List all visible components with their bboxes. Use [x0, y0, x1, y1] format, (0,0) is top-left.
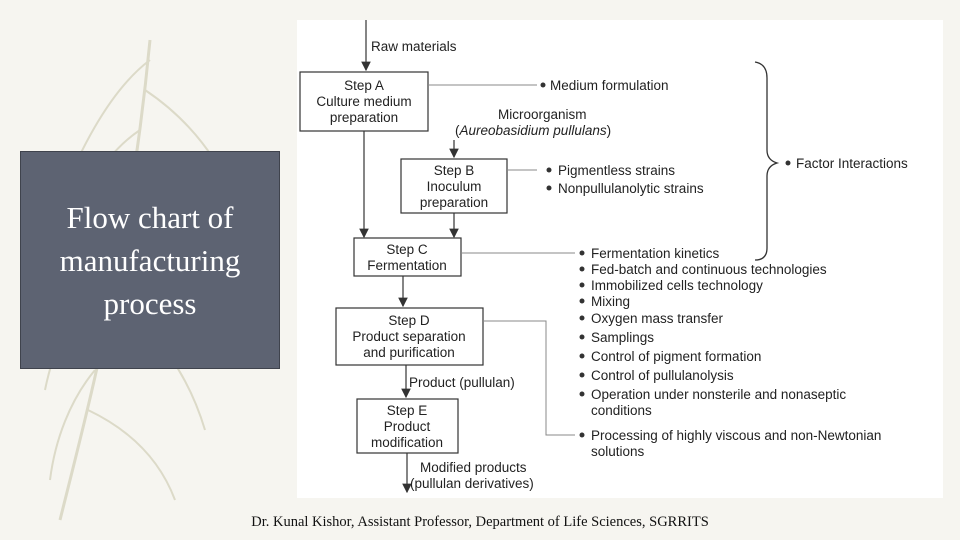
fermentation-factor: Samplings [591, 330, 654, 345]
step-c-title: Step C [386, 242, 428, 257]
inoculum-factor: Nonpullulanolytic strains [558, 181, 704, 196]
step-b-box [400, 158, 508, 214]
step-a-line3: preparation [330, 110, 398, 125]
product-label: Product (pullulan) [409, 375, 515, 390]
title-box: Flow chart of manufacturing process [20, 151, 280, 369]
step-b-line3: preparation [420, 195, 488, 210]
step-d-line2: Product separation [352, 329, 465, 344]
factor-brace [754, 61, 780, 261]
inoculum-factor: Pigmentless strains [558, 163, 675, 178]
factor-interactions-label: Factor Interactions [796, 156, 908, 171]
step-a-box [299, 71, 429, 132]
raw-materials-label: Raw materials [371, 39, 457, 54]
step-d-line3: and purification [363, 345, 455, 360]
flowchart-panel: Raw materials Step A Culture medium prep… [297, 20, 943, 498]
step-c-line2: Fermentation [367, 258, 447, 273]
fermentation-factor: Control of pigment formation [591, 349, 761, 364]
fermentation-factor: Operation under nonsterile and nonasepti… [591, 387, 846, 402]
fermentation-factor: Processing of highly viscous and non-New… [591, 428, 881, 443]
step-e-title: Step E [387, 403, 428, 418]
slide-footer: Dr. Kunal Kishor, Assistant Professor, D… [251, 514, 709, 530]
step-d-title: Step D [388, 313, 430, 328]
microorganism-label: Microorganism [498, 107, 587, 122]
output-label-line2: (pullulan derivatives) [410, 476, 534, 491]
microorganism-species: (Aureobasidium pullulans) [455, 123, 611, 138]
step-d-box [335, 307, 484, 366]
fermentation-factor: Oxygen mass transfer [591, 311, 724, 326]
flow-arrows [359, 20, 459, 494]
step-c-box [353, 237, 462, 277]
step-e-line2: Product [384, 419, 431, 434]
step-b-line2: Inoculum [427, 179, 482, 194]
fermentation-factor-cont: solutions [591, 444, 645, 459]
slide-title: Flow chart of manufacturing process [59, 199, 241, 321]
step-a-line2: Culture medium [316, 94, 411, 109]
step-e-box [356, 398, 459, 454]
flowchart-diagram: Raw materials Step A Culture medium prep… [299, 20, 908, 494]
step-b-title: Step B [434, 163, 475, 178]
factor-connectors [428, 84, 575, 436]
fermentation-factor: Fed-batch and continuous technologies [591, 262, 827, 277]
output-label: Modified products [420, 460, 527, 475]
fermentation-factor: Control of pullulanolysis [591, 368, 734, 383]
step-a-title: Step A [344, 78, 384, 93]
step-e-line3: modification [371, 435, 443, 450]
factor-bullets [540, 82, 791, 438]
medium-formulation-label: Medium formulation [550, 78, 669, 93]
fermentation-factor-cont: conditions [591, 403, 652, 418]
fermentation-factor: Immobilized cells technology [591, 278, 763, 293]
fermentation-factor: Fermentation kinetics [591, 246, 720, 261]
fermentation-factor: Mixing [591, 294, 630, 309]
